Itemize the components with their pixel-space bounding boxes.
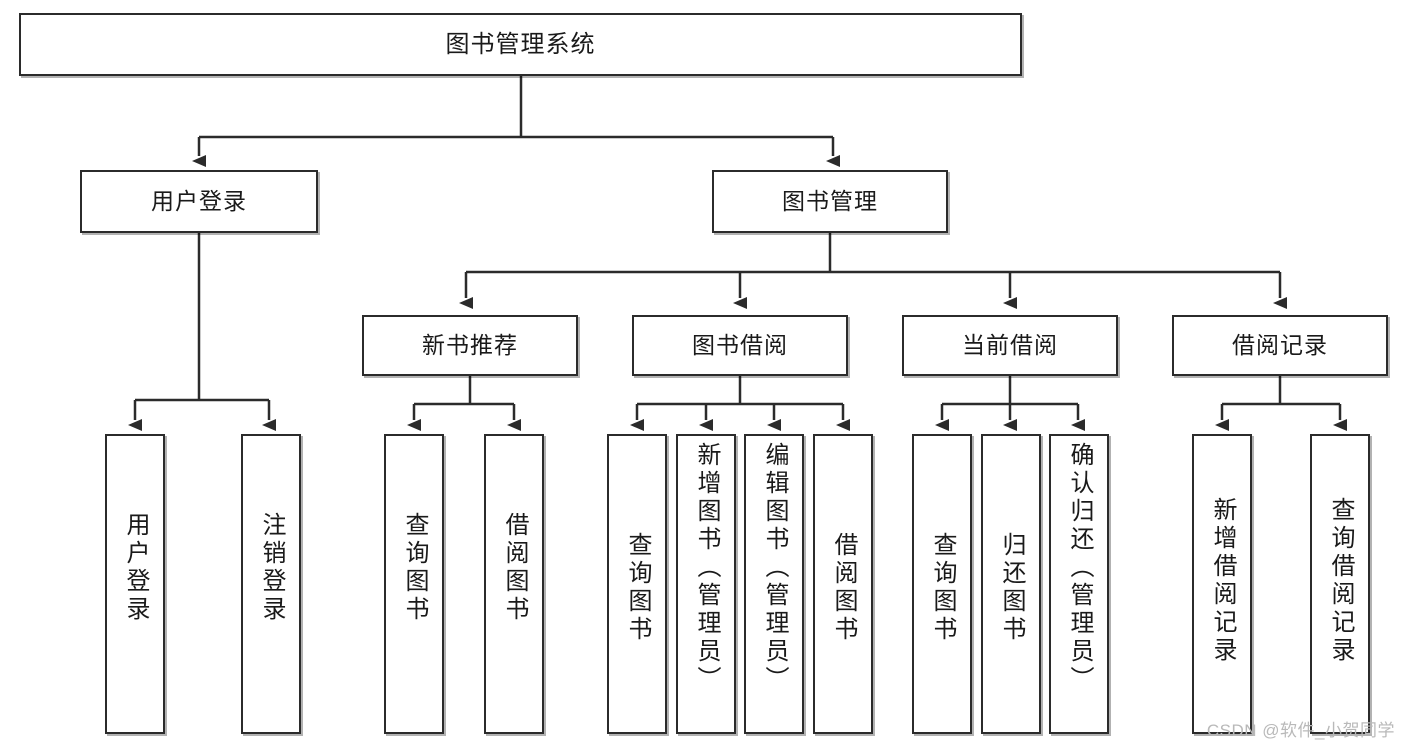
node-root[interactable]: 图书管理系统 (19, 13, 1022, 76)
node-leaf-query-record[interactable]: 查询借阅记录 (1310, 434, 1370, 734)
node-current-borrow-label: 当前借阅 (962, 332, 1058, 359)
node-leaf-confirm-return-label: 确认归还（管理员） (1066, 442, 1093, 694)
node-current-borrow[interactable]: 当前借阅 (902, 315, 1118, 376)
node-leaf-query-book-2[interactable]: 查询图书 (607, 434, 667, 734)
node-leaf-return-book-label: 归还图书 (998, 532, 1025, 644)
node-borrow-record-label: 借阅记录 (1232, 332, 1328, 359)
node-leaf-query-record-label: 查询借阅记录 (1327, 497, 1354, 665)
node-leaf-logout-label: 注销登录 (258, 512, 285, 624)
node-book-manage[interactable]: 图书管理 (712, 170, 948, 233)
node-leaf-user-login-label: 用户登录 (122, 512, 149, 624)
node-new-book-rec-label: 新书推荐 (422, 332, 518, 359)
node-leaf-logout[interactable]: 注销登录 (241, 434, 301, 734)
node-leaf-return-book[interactable]: 归还图书 (981, 434, 1041, 734)
node-leaf-confirm-return[interactable]: 确认归还（管理员） (1049, 434, 1109, 734)
node-leaf-edit-book-label: 编辑图书（管理员） (761, 442, 788, 694)
node-leaf-query-book-3-label: 查询图书 (929, 532, 956, 644)
node-user-login-label: 用户登录 (151, 188, 247, 215)
node-book-borrow[interactable]: 图书借阅 (632, 315, 848, 376)
node-leaf-borrow-book-1[interactable]: 借阅图书 (484, 434, 544, 734)
node-leaf-query-book-1[interactable]: 查询图书 (384, 434, 444, 734)
node-leaf-add-record[interactable]: 新增借阅记录 (1192, 434, 1252, 734)
watermark: CSDN @软件_小贺同学 (1206, 721, 1395, 740)
node-leaf-borrow-book-2[interactable]: 借阅图书 (813, 434, 873, 734)
node-new-book-rec[interactable]: 新书推荐 (362, 315, 578, 376)
node-leaf-add-record-label: 新增借阅记录 (1209, 497, 1236, 665)
node-leaf-user-login[interactable]: 用户登录 (105, 434, 165, 734)
node-leaf-borrow-book-1-label: 借阅图书 (501, 512, 528, 624)
node-leaf-edit-book[interactable]: 编辑图书（管理员） (744, 434, 804, 734)
node-borrow-record[interactable]: 借阅记录 (1172, 315, 1388, 376)
node-leaf-query-book-3[interactable]: 查询图书 (912, 434, 972, 734)
node-leaf-add-book-label: 新增图书（管理员） (693, 442, 720, 694)
node-user-login[interactable]: 用户登录 (80, 170, 318, 233)
node-leaf-borrow-book-2-label: 借阅图书 (830, 532, 857, 644)
node-book-borrow-label: 图书借阅 (692, 332, 788, 359)
node-book-manage-label: 图书管理 (782, 188, 878, 215)
node-leaf-query-book-1-label: 查询图书 (401, 512, 428, 624)
node-leaf-query-book-2-label: 查询图书 (624, 532, 651, 644)
node-leaf-add-book[interactable]: 新增图书（管理员） (676, 434, 736, 734)
node-root-label: 图书管理系统 (445, 30, 596, 58)
